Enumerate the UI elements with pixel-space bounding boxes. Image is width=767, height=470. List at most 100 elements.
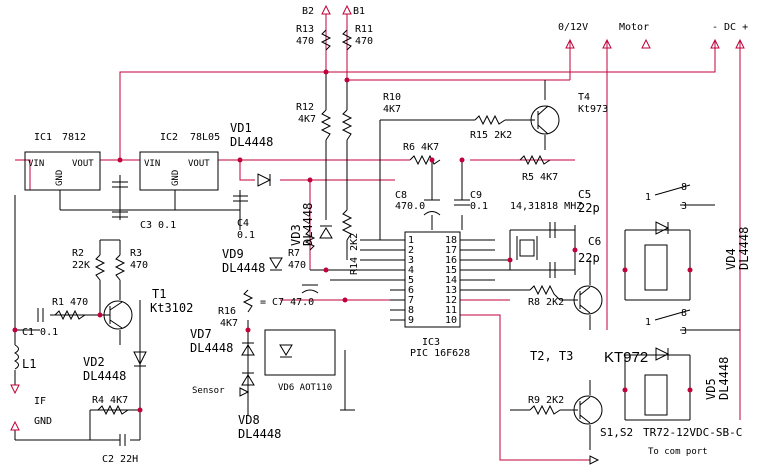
pic-pin-number: 3 — [408, 255, 414, 266]
label-r16: R16 — [218, 306, 236, 317]
label-c9-value: 0.1 — [470, 201, 488, 212]
label-ic1-vout: VOUT — [72, 159, 94, 169]
pic-pin-number: 17 — [445, 245, 457, 256]
label-ic2-vin: VIN — [144, 159, 160, 169]
terminal-dc-minus — [710, 38, 720, 49]
label-r10-value: 4K7 — [383, 104, 401, 115]
diode-vd4 — [655, 221, 670, 235]
terminal-b1 — [342, 4, 352, 15]
label-r7: R7 — [288, 248, 300, 259]
label-r3: R3 — [130, 248, 142, 259]
label-t1: T1 — [152, 287, 166, 301]
relay-contact-number: 3 — [681, 326, 687, 337]
terminal-motor-b — [641, 38, 651, 49]
label-t1-part: Kt3102 — [150, 301, 193, 315]
label-b2: B2 — [302, 6, 314, 17]
transistor-t3 — [573, 395, 603, 425]
label-vd7-part: DL4448 — [190, 341, 233, 355]
relay-contact-number: 8 — [681, 182, 687, 193]
terminal-sensor — [239, 387, 250, 397]
terminal-if — [10, 384, 20, 395]
label-c4-value: 0.1 — [237, 230, 255, 241]
label-com-port: To com port — [648, 447, 708, 457]
label-r5: R5 4K7 — [522, 172, 558, 183]
transistor-t2 — [573, 285, 603, 315]
label-c9: C9 — [470, 190, 482, 201]
label-c1: C1 0.1 — [22, 327, 58, 338]
junction-dots — [12, 69, 693, 413]
labels: B2 B1 R13 470 R11 470 R12 4K7 R10 4K7 R1… — [22, 6, 751, 465]
label-r12-value: 4K7 — [298, 114, 316, 125]
terminal-arrows — [10, 4, 745, 465]
inductor-l1 — [13, 344, 19, 370]
label-vd3: VD3 — [289, 224, 303, 246]
label-vd7: VD7 — [190, 327, 212, 341]
label-t2-t3: T2, T3 — [530, 349, 573, 363]
transistors — [103, 105, 603, 425]
label-ic1-vin: VIN — [28, 159, 44, 169]
label-crystal: 14,31818 MHZ — [510, 201, 582, 212]
resistor-r14 — [341, 209, 353, 241]
pic-pin-number: 1 — [408, 235, 414, 246]
ic2-78l05-regulator — [139, 151, 219, 191]
label-r12: R12 — [296, 102, 314, 113]
label-c8: C8 — [395, 190, 407, 201]
terminal-com-port — [589, 455, 600, 465]
pic-pin-number: 6 — [408, 285, 414, 296]
diode-vd2 — [133, 351, 147, 366]
label-vd9: VD9 — [222, 247, 244, 261]
label-s1-s2: S1,S2 — [600, 426, 633, 439]
label-l1: L1 — [22, 357, 36, 371]
label-r11: R11 — [355, 24, 373, 35]
pic-pin-number: 10 — [445, 315, 457, 326]
diode-vd8 — [241, 374, 255, 386]
terminal-dc-plus — [735, 38, 745, 49]
label-r6: R6 4K7 — [403, 142, 439, 153]
pic-pin-number: 2 — [408, 245, 414, 256]
vd6-optocoupler — [264, 329, 336, 376]
label-dc: - DC + — [712, 22, 748, 33]
label-vd3-part: DL4448 — [301, 203, 315, 246]
resistor-r8 — [529, 284, 561, 301]
label-ic1-gnd: GND — [55, 170, 65, 186]
label-r15: R15 2K2 — [470, 130, 512, 141]
label-ic3-part: PIC 16F628 — [410, 348, 470, 359]
label-if: IF — [34, 396, 46, 407]
terminal-0-12v — [565, 38, 575, 49]
label-vd5: VD5 — [704, 378, 718, 400]
label-ic2-part: 78L05 — [190, 132, 220, 143]
label-vd2: VD2 — [83, 355, 105, 369]
pic-pin-number: 8 — [408, 305, 414, 316]
label-vd4: VD4 — [724, 248, 738, 270]
resistor-r4 — [97, 404, 129, 416]
label-vd6: VD6 AOT110 — [278, 383, 332, 393]
pic-pin-number: 9 — [408, 315, 414, 326]
diode-vd1 — [257, 173, 272, 187]
diode-vd5 — [655, 347, 670, 361]
pic-pin-number: 18 — [445, 235, 457, 246]
label-vd5-part: DL4448 — [717, 357, 731, 400]
diode-vd9 — [269, 257, 283, 269]
resistor-r6 — [409, 154, 441, 166]
diode-vd7 — [241, 344, 255, 356]
label-c7: = C7 47.0 — [260, 297, 314, 308]
label-r11-value: 470 — [355, 36, 373, 47]
label-r2-value: 22K — [72, 260, 90, 271]
label-vd1-part: DL4448 — [230, 135, 273, 149]
pic-pin-number: 12 — [445, 295, 457, 306]
pic-pin-number: 5 — [408, 275, 414, 286]
label-b1: B1 — [353, 6, 365, 17]
relay-contact-number: 3 — [681, 201, 687, 212]
label-ic2-vout: VOUT — [188, 159, 210, 169]
pic-pin-number: 13 — [445, 285, 457, 296]
resistor-r7 — [304, 229, 316, 251]
label-ic3: IC3 — [422, 337, 440, 348]
label-t4-part: Kt973 — [578, 104, 608, 115]
relay-contact-number: 1 — [645, 192, 651, 203]
ic1-7812-regulator — [24, 151, 101, 191]
label-ic1: IC1 — [34, 132, 52, 143]
diode-vd3 — [319, 227, 333, 239]
label-r9: R9 2K2 — [528, 395, 564, 406]
label-r2: R2 — [72, 248, 84, 259]
